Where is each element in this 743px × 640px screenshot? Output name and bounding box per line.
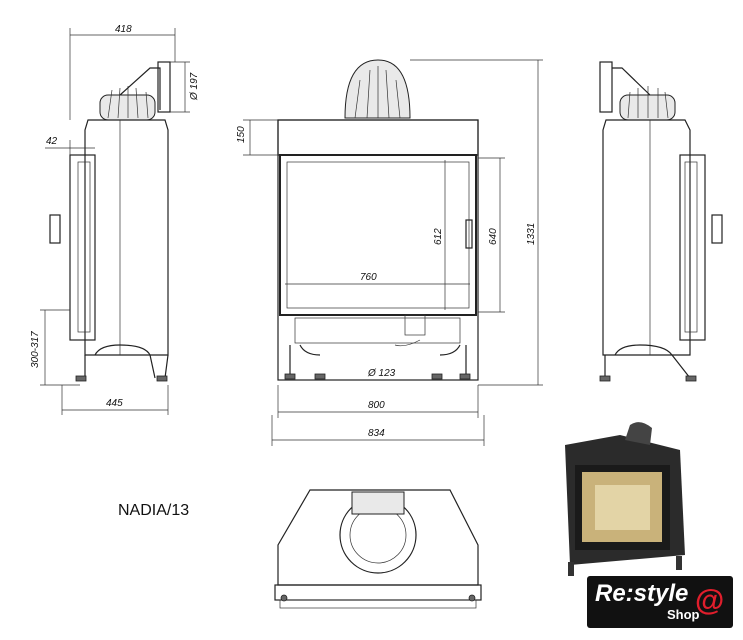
product-photo [565, 422, 685, 576]
front-view: 150 612 640 1331 760 Ø 123 800 834 [236, 59, 543, 446]
dim-side-offset: 42 [46, 136, 58, 147]
dim-total-height: 1331 [526, 223, 537, 245]
left-side-view: 418 Ø 197 42 300-317 445 [30, 24, 200, 415]
dim-side-depth-top: 418 [115, 24, 132, 35]
dim-total-width: 834 [368, 428, 385, 439]
logo-sub: Shop [667, 607, 700, 622]
dim-side-depth-bottom: 445 [106, 398, 123, 409]
restyle-shop-logo: Re:style Shop @ [587, 576, 733, 628]
logo-brand: Re:style [595, 580, 689, 607]
dim-air-inlet-diameter: Ø 123 [367, 368, 396, 379]
model-name: NADIA/13 [118, 502, 190, 519]
dim-door-height: 640 [488, 228, 499, 245]
dim-glass-width: 760 [360, 272, 377, 283]
top-view [274, 489, 482, 609]
right-side-view [599, 61, 723, 382]
dim-glass-height: 612 [433, 228, 444, 245]
dim-body-width: 800 [368, 400, 385, 411]
cart-at-icon: @ [695, 584, 725, 617]
dim-top-height: 150 [236, 126, 247, 143]
dim-leg-height: 300-317 [30, 331, 41, 368]
dim-flue-diameter: Ø 197 [189, 72, 200, 101]
